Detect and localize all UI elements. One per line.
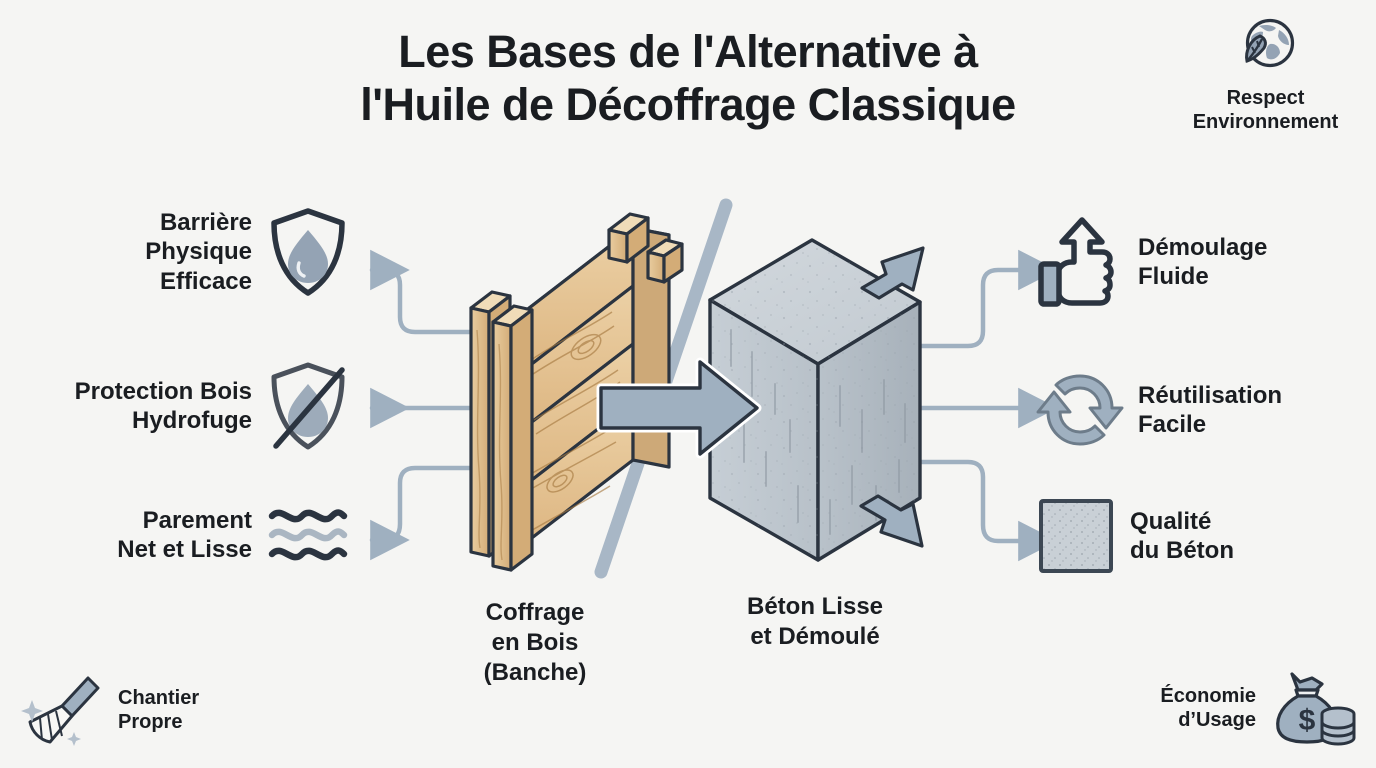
feature-right-2-line2: Facile [1138, 411, 1207, 438]
smooth-waves-icon [268, 509, 348, 561]
feature-left-3-label: Parement Net et Lisse [117, 506, 252, 565]
concrete-swatch-icon [1039, 499, 1113, 573]
globe-leaf-icon [1244, 18, 1294, 68]
feature-left-3-line2: Net et Lisse [117, 536, 252, 563]
feature-right-1-line1: Démoulage [1138, 233, 1268, 261]
badge-env-label: Respect Environnement [1193, 86, 1339, 134]
badge-clean-line1: Chantier [118, 687, 200, 709]
feature-reutilisation-facile: Réutilisation Facile [1036, 366, 1366, 454]
badge-clean-line2: Propre [118, 711, 183, 733]
page-title: Les Bases de l'Alternative à l'Huile de … [0, 26, 1376, 131]
shield-droplet-icon [271, 208, 345, 296]
feature-left-2-line2: Hydrofuge [132, 407, 252, 434]
connector-left-1 [369, 249, 473, 335]
feature-left-3-line1: Parement [142, 506, 252, 534]
badge-clean-label: Chantier Propre [118, 686, 199, 734]
title-line-1: Les Bases de l'Alternative à [398, 26, 978, 77]
badge-eco-label: Économie d’Usage [1160, 684, 1256, 732]
svg-text:$: $ [1299, 704, 1316, 737]
caption-wood-line3: (Banche) [483, 659, 587, 686]
feature-left-1-line3: Efficace [159, 267, 252, 295]
caption-wood-line2: en Bois [491, 629, 579, 656]
feature-left-1-label: Barrière Physique Efficace [145, 208, 252, 296]
output-arrow-up-right-icon [860, 246, 925, 300]
feature-right-3-line2: du Béton [1130, 537, 1234, 564]
feature-qualite-du-beton: Qualité du Béton [1036, 496, 1366, 576]
feature-right-3-label: Qualité du Béton [1130, 507, 1234, 566]
feature-left-2-label: Protection Bois Hydrofuge [75, 377, 252, 436]
feature-right-2-label: Réutilisation Facile [1138, 381, 1282, 440]
thumbs-up-arrow-icon [1038, 217, 1114, 307]
badge-eco-line2: d’Usage [1178, 709, 1256, 731]
money-bag-coins-icon: $ [1276, 672, 1356, 746]
badge-chantier-propre: Chantier Propre [16, 670, 199, 750]
caption-wood-line1: Coffrage [485, 599, 585, 626]
output-arrow-down-right-icon [859, 494, 924, 548]
concrete-texture [710, 240, 920, 560]
badge-env-line1: Respect [1226, 87, 1305, 109]
feature-left-1-line2: Physique [145, 238, 252, 266]
feature-left-2-line1: Protection Bois [74, 377, 252, 405]
recycle-arrows-icon [1036, 374, 1124, 446]
feature-protection-bois-hydrofuge: Protection Bois Hydrofuge [20, 360, 350, 452]
connector-left-3 [369, 465, 473, 561]
concrete-block-icon [708, 238, 922, 562]
connector-right-1 [909, 249, 1058, 349]
concrete-streaks [721, 329, 906, 535]
feature-right-1-line2: Fluide [1138, 263, 1209, 290]
caption-concrete-line1: Béton Lisse [746, 593, 884, 620]
feature-right-2-line1: Réutilisation [1138, 381, 1283, 409]
feature-right-1-label: Démoulage Fluide [1138, 233, 1267, 292]
badge-economie-usage: Économie d’Usage $ [1160, 668, 1358, 748]
badge-env-line2: Environnement [1192, 111, 1339, 133]
right-arrow-icon [596, 357, 762, 459]
feature-left-1-line1: Barrière [159, 209, 252, 237]
feature-demoulage-fluide: Démoulage Fluide [1036, 216, 1366, 308]
caption-concrete-line2: et Démoulé [750, 623, 880, 650]
badge-eco-line1: Économie [1160, 685, 1256, 707]
feature-parement-net-et-lisse: Parement Net et Lisse [20, 500, 350, 570]
connector-right-3 [909, 459, 1058, 562]
shield-droplet-slash-icon [271, 362, 345, 450]
broom-sparkle-icon [21, 676, 100, 746]
caption-beton-lisse-et-demoule: Béton Lisse et Démoulé [690, 592, 940, 652]
badge-respect-environnement: Respect Environnement [1173, 14, 1358, 134]
left-connectors [369, 249, 473, 561]
feature-right-3-line1: Qualité [1130, 507, 1212, 535]
title-line-2: l'Huile de Décoffrage Classique [360, 78, 1016, 130]
right-connectors [909, 249, 1058, 562]
caption-coffrage-en-bois: Coffrage en Bois (Banche) [420, 598, 650, 688]
feature-barriere-physique-efficace: Barrière Physique Efficace [20, 206, 350, 298]
